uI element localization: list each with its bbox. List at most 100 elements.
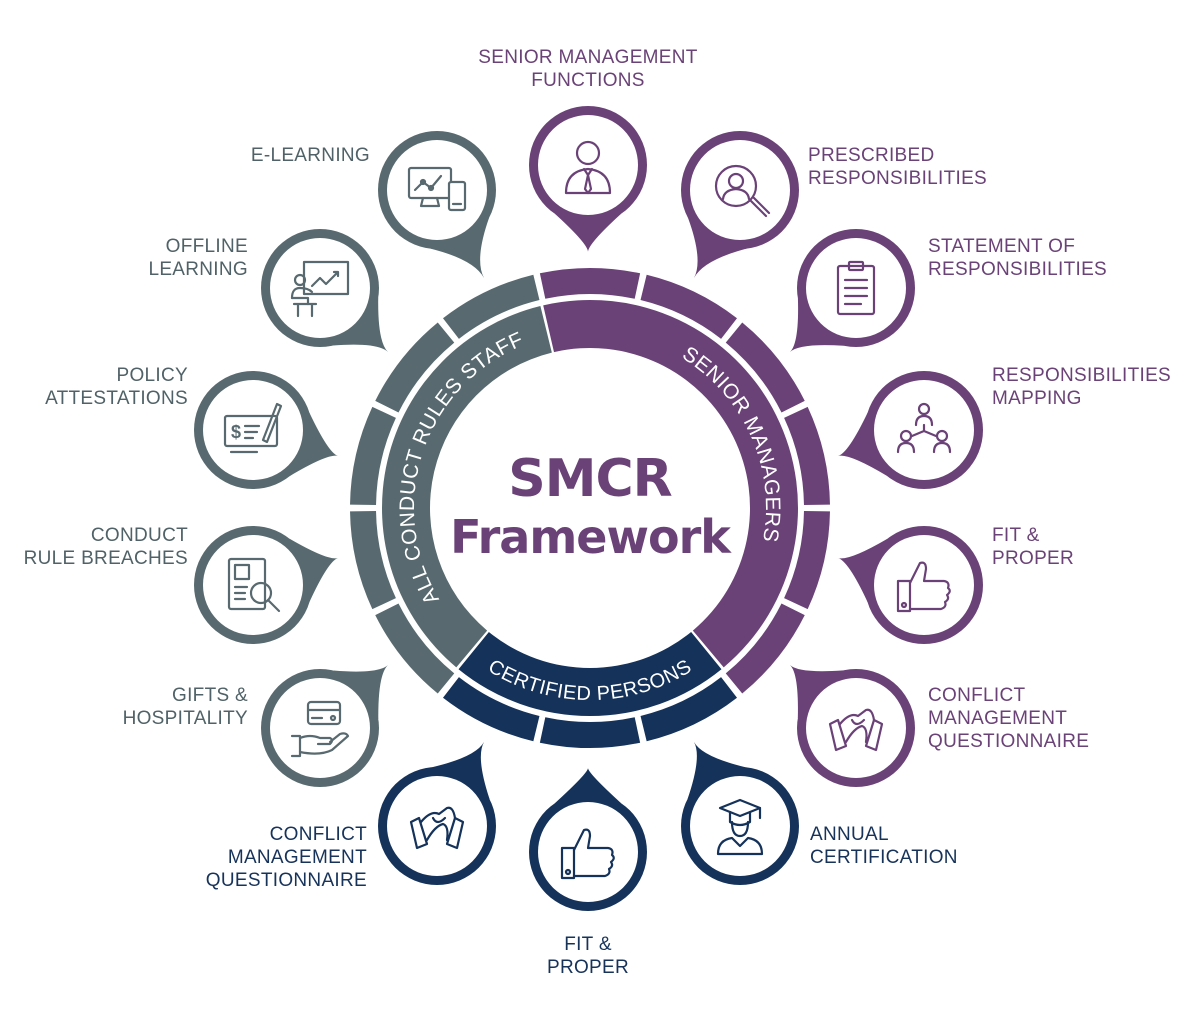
label-line: ATTESTATIONS bbox=[45, 388, 188, 409]
icons-layer: $ bbox=[223, 140, 952, 880]
title-line-2: Framework bbox=[450, 510, 731, 564]
label-line: CONFLICT bbox=[269, 824, 367, 845]
pin-gifts-hospitality bbox=[261, 665, 388, 787]
band-senior-managers bbox=[543, 300, 798, 668]
pin-inner-circle bbox=[387, 140, 487, 240]
pin-inner-circle bbox=[270, 678, 370, 778]
label-line: ANNUAL bbox=[810, 824, 889, 845]
pin-point bbox=[838, 412, 887, 476]
label-line: POLICY bbox=[116, 365, 188, 386]
label-line: MANAGEMENT bbox=[227, 847, 367, 868]
ring-outer-segment bbox=[350, 406, 396, 506]
label-line: LEARNING bbox=[148, 259, 248, 280]
devices-icon bbox=[407, 166, 467, 212]
label-line: FIT & bbox=[564, 934, 612, 955]
label-line: HOSPITALITY bbox=[122, 708, 248, 729]
pin-conflict-management-sm bbox=[790, 665, 915, 787]
pin-fit-proper-cp bbox=[529, 768, 647, 911]
pin-point bbox=[790, 298, 844, 352]
ring-outer-segment bbox=[640, 274, 738, 339]
ring-outer-segment bbox=[442, 274, 540, 339]
label-e-learning: E-LEARNING bbox=[251, 144, 370, 167]
pin-statement-of-responsibilities bbox=[790, 229, 915, 352]
pin-point bbox=[688, 218, 747, 278]
label-fit-proper-cp: FIT &PROPER bbox=[438, 933, 738, 979]
label-line: STATEMENT OF bbox=[928, 236, 1076, 257]
ring-outer-segment bbox=[725, 322, 805, 413]
ring-outer-segment bbox=[350, 510, 396, 610]
card-in-hand-icon bbox=[290, 700, 350, 758]
pin-point bbox=[555, 213, 621, 252]
ring-outer-segment bbox=[375, 603, 455, 694]
pin-point bbox=[555, 768, 621, 804]
label-line: MANAGEMENT bbox=[928, 708, 1068, 729]
label-line: RESPONSIBILITIES bbox=[928, 259, 1108, 280]
label-gifts-hospitality: GIFTS &HOSPITALITY bbox=[123, 684, 248, 730]
title-line-1: SMCR bbox=[508, 449, 672, 509]
label-line: CERTIFICATION bbox=[810, 847, 958, 868]
label-line: PROPER bbox=[546, 957, 630, 978]
label-line: RESPONSIBILITIES bbox=[808, 168, 988, 189]
ring-outer-segment bbox=[640, 677, 738, 742]
ring-outer-segment bbox=[784, 510, 830, 610]
pin-inner-circle bbox=[203, 380, 303, 480]
ring-outer-segment bbox=[784, 406, 830, 506]
pin-responsibilities-mapping bbox=[838, 371, 983, 489]
ring-outer-segment bbox=[725, 603, 805, 694]
pin-inner-circle bbox=[270, 238, 370, 338]
ring-outer-segment bbox=[539, 717, 641, 748]
label-line: RESPONSIBILITIES bbox=[992, 365, 1172, 386]
pin-inner-circle bbox=[203, 535, 303, 635]
graduate-icon bbox=[716, 798, 764, 856]
pin-inner-circle bbox=[538, 802, 638, 902]
pin-point bbox=[290, 412, 338, 476]
label-line: PRESCRIBED bbox=[808, 145, 935, 166]
label-line: OFFLINE bbox=[165, 236, 248, 257]
diagram-title: SMCR Framework bbox=[420, 449, 760, 565]
label-line: CONFLICT bbox=[928, 685, 1026, 706]
thumbs-up-icon bbox=[560, 828, 615, 880]
pin-point bbox=[790, 665, 844, 719]
label-line: RULE BREACHES bbox=[23, 548, 188, 569]
label-line: QUESTIONNAIRE bbox=[928, 731, 1090, 752]
businessman-icon bbox=[564, 140, 612, 195]
pin-e-learning bbox=[378, 131, 496, 278]
pin-point bbox=[289, 538, 338, 602]
pin-annual-certification bbox=[681, 742, 799, 885]
label-line: MAPPING bbox=[992, 388, 1082, 409]
band-certified-persons bbox=[458, 631, 722, 717]
label-fit-proper-sm: FIT &PROPER bbox=[992, 524, 1074, 570]
svg-text:$: $ bbox=[231, 422, 241, 442]
label-line: CONDUCT bbox=[90, 525, 188, 546]
person-search-icon bbox=[714, 164, 771, 218]
presentation-icon bbox=[290, 260, 350, 318]
band-all-conduct-rules-staff bbox=[382, 306, 552, 668]
pin-point bbox=[430, 217, 490, 278]
label-line: PROPER bbox=[992, 548, 1075, 569]
pin-offline-learning bbox=[261, 229, 388, 352]
thumbs-up-icon bbox=[896, 561, 951, 613]
handshake-icon bbox=[409, 806, 465, 850]
ring-outer-segment bbox=[375, 322, 455, 413]
label-line: GIFTS & bbox=[172, 685, 248, 706]
pin-point bbox=[333, 297, 388, 352]
ring-outer-segment bbox=[539, 268, 641, 299]
cheque-pen-icon: $ bbox=[223, 402, 283, 454]
pin-point bbox=[333, 665, 388, 719]
pin-point bbox=[838, 538, 888, 602]
label-line: E-LEARNING bbox=[250, 145, 370, 166]
label-line: FUNCTIONS bbox=[531, 70, 645, 91]
label-line: SENIOR MANAGEMENT bbox=[478, 47, 698, 68]
ring-outer-segment bbox=[442, 677, 540, 742]
label-line: QUESTIONNAIRE bbox=[205, 870, 367, 891]
